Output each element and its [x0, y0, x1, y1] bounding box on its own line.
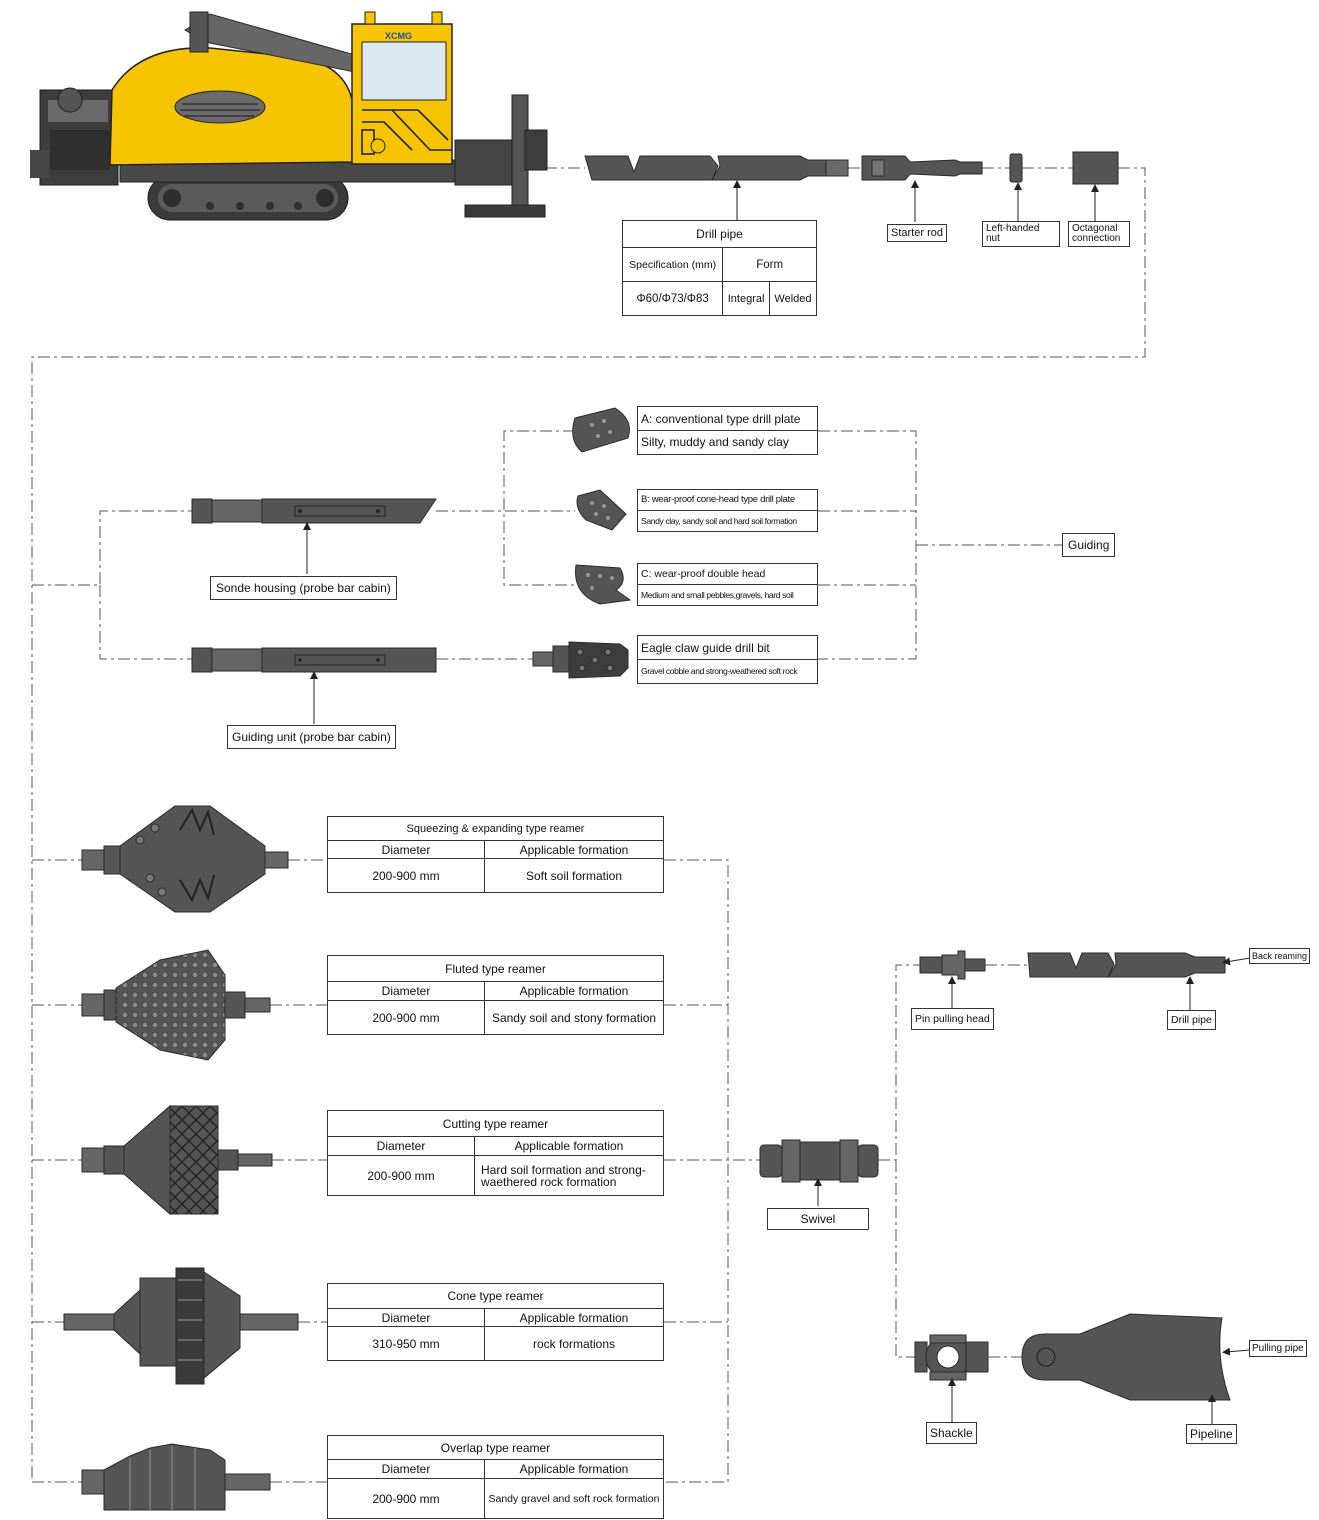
diameter-header: Diameter: [327, 840, 485, 859]
formation-header: Applicable formation: [484, 981, 664, 1001]
reamer-name: Overlap type reamer: [327, 1435, 664, 1460]
bit-eagle-name: Eagle claw guide drill bit: [641, 640, 770, 655]
left-handed-nut-label: Left-handed nut: [982, 221, 1060, 247]
reamer-diameter: 200-900 mm: [327, 858, 485, 893]
reamer-diameter: 200-900 mm: [327, 1478, 485, 1519]
double-head-c-shape: [575, 564, 632, 605]
reamer-diameter: 200-900 mm: [327, 1000, 485, 1035]
reamer-formation: rock formations: [484, 1326, 664, 1361]
swivel-label: Swivel: [767, 1208, 869, 1230]
bit-eagle-formation: Gravel cobble and strong-weathered soft …: [638, 658, 817, 683]
reamer-name: Fluted type reamer: [327, 955, 664, 982]
octagonal-connection-shape: [1072, 151, 1119, 185]
drill-pipe-shape: [584, 155, 849, 181]
top-pointer-arrows: [733, 180, 1099, 222]
bit-c-name: C: wear-proof double head: [641, 568, 766, 580]
bit-a-formation: Silty, muddy and sandy clay: [638, 429, 817, 454]
reamer-diameter: 200-900 mm: [327, 1155, 475, 1196]
guiding-label: Guiding: [1062, 533, 1116, 557]
formation-header: Applicable formation: [474, 1136, 664, 1156]
overlap-reamer-shape: [81, 1443, 271, 1511]
cutting-reamer-shape: [81, 1104, 273, 1216]
shackle-label: Shackle: [926, 1422, 977, 1444]
bit-c-box: C: wear-proof double head Medium and sma…: [637, 563, 818, 606]
drill-pipe-title: Drill pipe: [622, 220, 817, 248]
bit-a-name: A: conventional type drill plate: [641, 411, 801, 426]
reamer-name: Cone type reamer: [327, 1283, 664, 1309]
starter-rod-label: Starter rod: [887, 224, 947, 242]
guiding-unit-shape: [191, 647, 437, 673]
swivel-shape: [759, 1139, 879, 1183]
diameter-header: Diameter: [327, 981, 485, 1001]
reamer-diameter: 310-950 mm: [327, 1326, 485, 1361]
reamer-table-squeezing: Squeezing & expanding type reamer Diamet…: [327, 816, 664, 893]
formation-header: Applicable formation: [484, 1459, 664, 1479]
sonde-housing-shape: [191, 498, 437, 524]
squeezing-reamer-shape: [81, 805, 289, 913]
drill-pipe-spec-table: Drill pipe Specification (mm) Form Φ60/Φ…: [621, 220, 818, 316]
reamer-name: Cutting type reamer: [327, 1110, 664, 1137]
diameter-header: Diameter: [327, 1308, 485, 1327]
pin-pulling-head-label: Pin pulling head: [911, 1008, 994, 1030]
bit-b-box: B: wear-proof cone-head type drill plate…: [637, 489, 818, 532]
bit-c-formation: Medium and small pebbles,gravels, hard s…: [638, 584, 817, 605]
drill-rig-machine: [30, 11, 548, 221]
form-integral: Integral: [722, 281, 770, 316]
reamer-name: Squeezing & expanding type reamer: [327, 816, 664, 841]
back-drill-pipe-shape: [1027, 952, 1226, 978]
reamer-formation: Hard soil formation and strong-waethered…: [474, 1155, 664, 1196]
pipeline-shape: [1021, 1313, 1231, 1401]
sonde-housing-label: Sonde housing (probe bar cabin): [210, 576, 397, 600]
drill-plate-a-shape: [572, 407, 630, 453]
spec-header: Specification (mm): [621, 247, 724, 282]
fluted-reamer-shape: [81, 949, 271, 1061]
reamer-formation: Sandy gravel and soft rock formation: [484, 1478, 664, 1519]
left-handed-nut-shape: [1009, 153, 1023, 183]
back-reaming-label: Back reaming: [1249, 948, 1311, 964]
brand-logo-text: XCMG: [385, 31, 412, 41]
formation-header: Applicable formation: [484, 840, 664, 859]
pin-pulling-head-shape: [919, 950, 986, 980]
cone-reamer-shape: [63, 1267, 299, 1385]
bit-b-name: B: wear-proof cone-head type drill plate: [641, 494, 795, 505]
spec-value: Φ60/Φ73/Φ83: [621, 281, 724, 316]
shackle-shape: [914, 1334, 989, 1381]
connector-lines: [31, 167, 1146, 1483]
guiding-pointer-arrows: [303, 522, 318, 724]
reamer-formation: Soft soil formation: [484, 858, 664, 893]
octagonal-connection-label: Octagonal connection: [1068, 221, 1130, 247]
eagle-claw-bit-shape: [532, 641, 629, 679]
formation-header: Applicable formation: [484, 1308, 664, 1327]
bit-a-box: A: conventional type drill plate Silty, …: [637, 406, 818, 455]
bit-b-formation: Sandy clay, sandy soil and hard soil for…: [638, 510, 817, 531]
form-welded: Welded: [768, 281, 818, 316]
form-header: Form: [722, 247, 817, 282]
drill-plate-b-shape: [576, 489, 627, 531]
guiding-unit-label: Guiding unit (probe bar cabin): [227, 725, 396, 749]
bit-eagle-box: Eagle claw guide drill bit Gravel cobble…: [637, 635, 818, 684]
diameter-header: Diameter: [327, 1136, 475, 1156]
starter-rod-shape: [861, 155, 983, 181]
back-reaming-pointer-arrows: [814, 957, 1251, 1424]
back-drill-pipe-label: Drill pipe: [1167, 1010, 1216, 1030]
reamer-formation: Sandy soil and stony formation: [484, 1000, 664, 1035]
diameter-header: Diameter: [327, 1459, 485, 1479]
pipeline-label: Pipeline: [1186, 1424, 1237, 1444]
pulling-pipe-label: Pulling pipe: [1249, 1340, 1307, 1357]
